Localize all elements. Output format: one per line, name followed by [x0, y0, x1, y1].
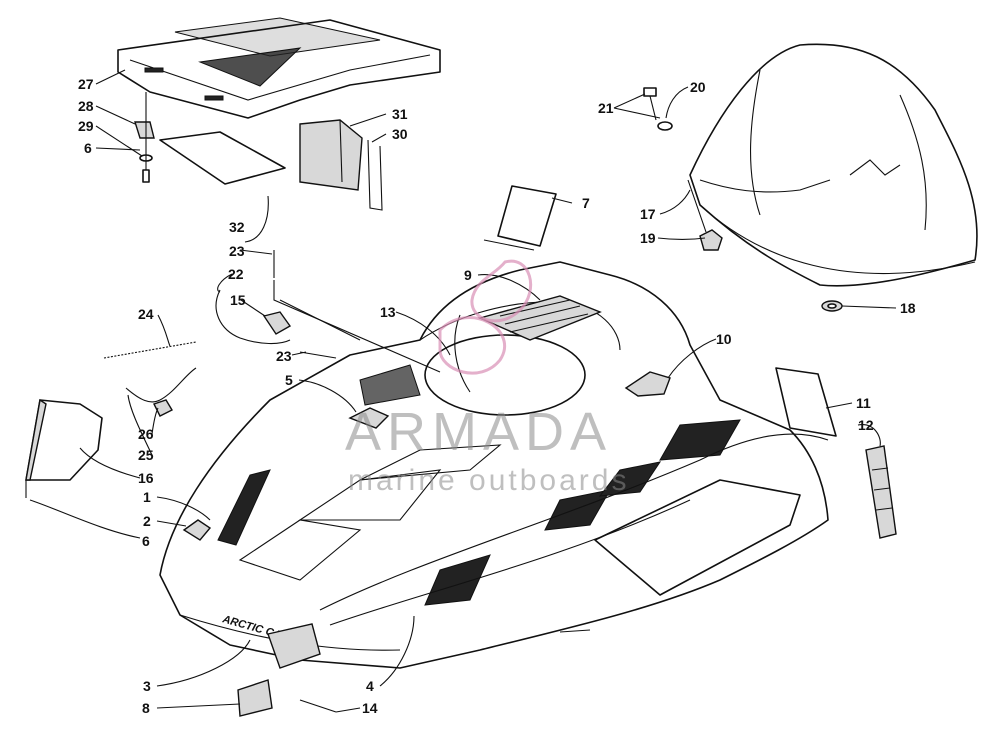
callout-18: 18: [900, 300, 916, 316]
callout-4: 4: [366, 678, 374, 694]
part-26-nut: [153, 399, 173, 417]
watermark-logo-mark: [438, 259, 533, 375]
watermark-title: ARMADA: [345, 402, 612, 462]
callout-3: 3: [143, 678, 151, 694]
callout-2: 2: [143, 513, 151, 529]
part-25-cable: [125, 367, 197, 403]
callout-numbers: 1 2 3 4 5 6 6 7 8 9 10 11 12 13 14 15 16…: [78, 76, 916, 716]
part-10-clip: [624, 371, 671, 397]
callout-8: 8: [142, 700, 150, 716]
callout-5: 5: [285, 372, 293, 388]
callout-15: 15: [230, 292, 246, 308]
callout-27: 27: [78, 76, 94, 92]
callout-24: 24: [138, 306, 154, 322]
callout-28: 28: [78, 98, 94, 114]
leader-lines: [29, 69, 897, 713]
callout-26: 26: [138, 426, 154, 442]
part-30-rod: [367, 139, 383, 211]
callout-21: 21: [598, 100, 614, 116]
callout-17: 17: [640, 206, 656, 222]
callout-20: 20: [690, 79, 706, 95]
callout-32: 32: [229, 219, 245, 235]
part-17-windshield: [689, 43, 978, 287]
part-21-screw: [643, 87, 657, 121]
callout-7: 7: [582, 195, 590, 211]
part-2-grommet: [182, 519, 212, 541]
callout-13: 13: [380, 304, 396, 320]
part-20-washer: [657, 121, 673, 131]
callout-19: 19: [640, 230, 656, 246]
part-32-pad: [159, 131, 286, 185]
callout-6-top: 6: [84, 140, 92, 156]
callout-30: 30: [392, 126, 408, 142]
part-7-decal: [483, 185, 557, 251]
part-9-grid-decal: [477, 295, 602, 341]
part-11-panel: [775, 367, 837, 437]
part-1-nose-cowl: [159, 261, 829, 669]
callout-23-lower: 23: [276, 348, 292, 364]
callout-23-top: 23: [229, 243, 245, 259]
watermark-subtitle: marine outboards: [348, 464, 629, 497]
part-22-cable: [215, 289, 291, 345]
callout-1: 1: [143, 489, 151, 505]
part-3-bracket: [267, 623, 321, 669]
callout-22: 22: [228, 266, 244, 282]
callout-29: 29: [78, 118, 94, 134]
callout-31: 31: [392, 106, 408, 122]
part-6-screw-top: [142, 92, 150, 183]
part-5-bracket: [348, 407, 390, 429]
part-31-foam-block: [299, 119, 363, 191]
part-14-screw: [299, 699, 337, 713]
callout-25: 25: [138, 447, 154, 463]
callout-14: 14: [362, 700, 378, 716]
part-19-nut: [687, 179, 723, 251]
callout-6-bottom: 6: [142, 533, 150, 549]
watermark: ARMADA marine outboards: [345, 259, 629, 497]
part-8-clip: [237, 679, 273, 717]
part-13-wire: [454, 314, 471, 393]
callout-16: 16: [138, 470, 154, 486]
part-24-spring: [103, 341, 197, 359]
part-15-clip: [262, 311, 292, 335]
callout-10: 10: [716, 331, 732, 347]
part-27-hood-top: [117, 17, 441, 119]
callout-11: 11: [856, 395, 871, 411]
part-18-grommet: [821, 300, 843, 312]
part-23-bolt-lower: [299, 351, 337, 359]
callout-12: 12: [858, 417, 874, 433]
part-16-flap: [25, 398, 103, 481]
callout-9: 9: [464, 267, 472, 283]
part-28-clip: [134, 121, 155, 139]
part-12-strap: [865, 445, 897, 539]
